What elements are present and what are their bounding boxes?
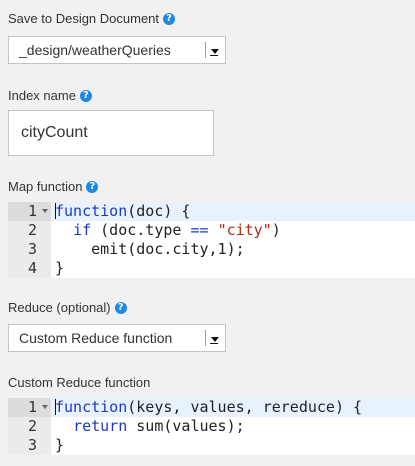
- code-text[interactable]: function(keys, values, rereduce) {: [51, 398, 415, 417]
- line-number-gutter: 4: [8, 259, 51, 278]
- code-token: (doc) {: [127, 202, 191, 220]
- line-number: 1: [27, 398, 37, 416]
- code-text[interactable]: function(doc) {: [51, 202, 415, 221]
- line-number: 3: [27, 436, 37, 454]
- code-line[interactable]: 3}: [8, 436, 415, 455]
- help-icon[interactable]: ?: [114, 301, 127, 314]
- code-text[interactable]: }: [51, 436, 415, 455]
- line-number-gutter: 3: [8, 240, 51, 259]
- code-token: function: [55, 398, 128, 416]
- code-line[interactable]: 1 function(keys, values, rereduce) {: [8, 398, 415, 417]
- code-token: [55, 417, 73, 435]
- code-token: }: [55, 436, 65, 454]
- code-line[interactable]: 1 function(doc) {: [8, 202, 415, 221]
- reduce-label-text: Reduce (optional): [8, 300, 111, 315]
- help-icon[interactable]: ?: [79, 89, 92, 102]
- design-document-value: _design/weatherQueries: [19, 42, 171, 58]
- code-token: [209, 221, 218, 239]
- code-line[interactable]: 3 emit(doc.city,1);: [8, 240, 415, 259]
- index-name-label-text: Index name: [8, 88, 76, 103]
- code-line[interactable]: 2 return sum(values);: [8, 417, 415, 436]
- code-token: return: [73, 417, 128, 435]
- code-token: if: [73, 221, 92, 239]
- index-name-input[interactable]: [8, 110, 214, 156]
- reduce-select[interactable]: Custom Reduce function: [8, 324, 226, 352]
- map-function-label-text: Map function: [8, 179, 83, 194]
- line-number-gutter: 1: [8, 202, 51, 221]
- line-number-gutter: 1: [8, 398, 51, 417]
- code-token: sum(values);: [127, 417, 245, 435]
- line-number: 4: [27, 259, 37, 277]
- code-token: }: [55, 259, 65, 277]
- code-text[interactable]: emit(doc.city,1);: [51, 240, 415, 259]
- code-token: (doc.type: [91, 221, 191, 239]
- fold-arrow-icon[interactable]: [42, 405, 48, 409]
- code-text[interactable]: if (doc.type == "city"): [51, 221, 415, 240]
- code-token: (keys, values, rereduce) {: [127, 398, 363, 416]
- map-function-label: Map function ?: [8, 179, 99, 194]
- index-name-label: Index name ?: [8, 88, 92, 103]
- custom-reduce-label: Custom Reduce function: [8, 375, 150, 390]
- save-doc-label-text: Save to Design Document: [8, 11, 160, 26]
- line-number: 1: [27, 202, 37, 220]
- dropdown-arrow-icon: [205, 42, 219, 58]
- dropdown-arrow-icon: [205, 330, 219, 346]
- line-number: 2: [27, 417, 37, 435]
- code-token: emit(doc.city,1);: [55, 240, 245, 258]
- design-document-select[interactable]: _design/weatherQueries: [8, 36, 226, 64]
- text-cursor: [55, 399, 56, 415]
- help-icon[interactable]: ?: [86, 180, 99, 193]
- line-number: 3: [27, 240, 37, 258]
- line-number-gutter: 3: [8, 436, 51, 455]
- code-text[interactable]: return sum(values);: [51, 417, 415, 436]
- help-icon[interactable]: ?: [163, 12, 176, 25]
- line-number-gutter: 2: [8, 417, 51, 436]
- line-number-gutter: 2: [8, 221, 51, 240]
- code-text[interactable]: }: [51, 259, 415, 278]
- code-line[interactable]: 2 if (doc.type == "city"): [8, 221, 415, 240]
- code-line[interactable]: 4}: [8, 259, 415, 278]
- code-token: [55, 221, 73, 239]
- line-number: 2: [27, 221, 37, 239]
- save-doc-label: Save to Design Document ?: [8, 11, 176, 26]
- code-token: function: [55, 202, 128, 220]
- custom-reduce-label-text: Custom Reduce function: [8, 375, 151, 390]
- text-cursor: [55, 203, 56, 219]
- code-token: ==: [190, 221, 209, 239]
- reduce-value: Custom Reduce function: [19, 330, 173, 346]
- code-token: ): [271, 221, 281, 239]
- fold-arrow-icon[interactable]: [42, 209, 48, 213]
- reduce-label: Reduce (optional) ?: [8, 300, 127, 315]
- code-token: "city": [217, 221, 272, 239]
